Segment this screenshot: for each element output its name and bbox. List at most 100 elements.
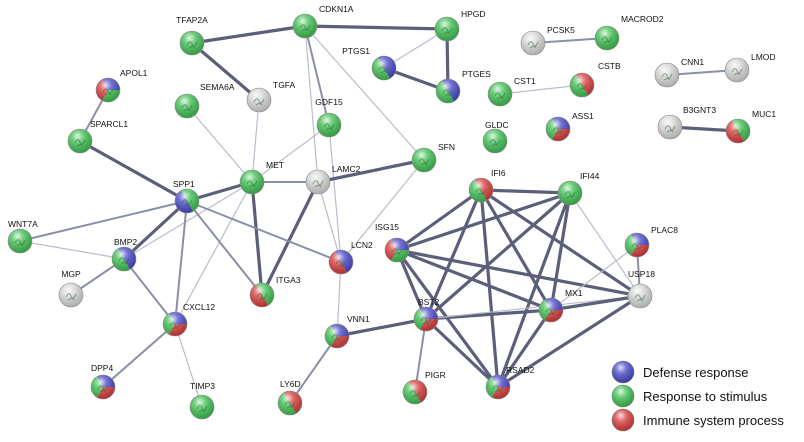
node-gdf15[interactable]: GDF15	[315, 97, 343, 138]
protein-structure-icon	[196, 405, 208, 413]
edge-met-cxcl12	[174, 181, 253, 325]
protein-structure-icon	[335, 260, 347, 268]
node-label-sema6a: SEMA6A	[200, 82, 235, 92]
edge-isg15-usp18	[395, 248, 642, 298]
node-mx1[interactable]: MX1	[538, 288, 583, 323]
edge-tfap2a-tgfa	[190, 41, 261, 102]
node-ifi6[interactable]: IFI6	[468, 168, 506, 203]
node-pcsk5[interactable]: PCSK5	[520, 25, 575, 56]
protein-structure-icon	[441, 27, 453, 35]
node-sfn[interactable]: SFN	[411, 142, 455, 173]
edge-gdf15-lcn2	[328, 124, 342, 263]
protein-structure-icon	[299, 24, 311, 32]
node-bmp2[interactable]: BMP2	[111, 237, 137, 272]
node-label-pigr: PIGR	[425, 370, 446, 380]
node-label-ifi6: IFI6	[491, 168, 506, 178]
node-ifi44[interactable]: IFI44	[557, 171, 600, 206]
legend-swatch-gloss	[611, 408, 635, 432]
node-wnt7a[interactable]: WNT7A	[7, 219, 38, 254]
node-b3gnt3[interactable]: B3GNT3	[657, 105, 716, 140]
node-cnn1[interactable]: CNN1	[654, 57, 704, 88]
node-label-sparcl1: SPARCL1	[90, 119, 128, 129]
protein-structure-icon	[391, 248, 403, 256]
node-bst2[interactable]: BST2	[413, 297, 440, 332]
node-itga3[interactable]: ITGA3	[249, 275, 301, 308]
node-lmod[interactable]: LMOD	[724, 52, 776, 83]
edge-isg15-mx1	[395, 248, 553, 312]
node-cxcl12[interactable]: CXCL12	[162, 302, 215, 337]
edge-sparcl1-spp1	[78, 139, 189, 203]
edge-hpgd-ptgs1	[383, 28, 448, 69]
protein-structure-icon	[253, 98, 265, 106]
node-pigr[interactable]: PIGR	[402, 370, 446, 405]
protein-structure-icon	[118, 257, 130, 265]
node-label-ptgs1: PTGS1	[342, 46, 370, 56]
protein-structure-icon	[489, 139, 501, 147]
node-vnn1[interactable]: VNN1	[324, 314, 370, 349]
node-gldc[interactable]: GLDC	[482, 120, 509, 154]
node-label-bmp2: BMP2	[114, 237, 137, 247]
node-sema6a[interactable]: SEMA6A	[174, 82, 235, 119]
protein-structure-icon	[409, 390, 421, 398]
protein-structure-icon	[552, 127, 564, 135]
legend-item-immune-system-process: Immune system process	[611, 408, 784, 432]
node-muc1[interactable]: MUC1	[725, 109, 776, 144]
node-ptgs1[interactable]: PTGS1	[342, 46, 397, 81]
edge-pcsk5-macrod2	[532, 37, 608, 44]
node-spp1[interactable]: SPP1	[173, 179, 200, 214]
node-tgfa[interactable]: TGFA	[246, 80, 296, 113]
edge-plac8-mx1	[550, 244, 638, 311]
node-label-wnt7a: WNT7A	[8, 219, 38, 229]
edge-rsad2-usp18	[496, 294, 642, 389]
node-tfap2a[interactable]: TFAP2A	[176, 15, 208, 56]
node-lamc2[interactable]: LAMC2	[305, 164, 361, 195]
protein-structure-icon	[102, 88, 114, 96]
node-apol1[interactable]: APOL1	[95, 68, 148, 103]
protein-structure-icon	[181, 199, 193, 207]
edge-cxcl12-dpp4	[102, 323, 176, 388]
node-mgp[interactable]: MGP	[58, 269, 84, 308]
node-label-itga3: ITGA3	[276, 275, 301, 285]
edge-isg15-bst2	[395, 248, 428, 321]
protein-structure-icon	[378, 66, 390, 74]
node-cstb[interactable]: CSTB	[569, 61, 621, 98]
edge-spp1-bmp2	[122, 199, 189, 261]
node-cdkn1a[interactable]: CDKN1A	[292, 4, 354, 39]
node-cst1[interactable]: CST1	[487, 76, 536, 107]
node-label-lmod: LMOD	[751, 52, 776, 62]
node-hpgd[interactable]: HPGD	[434, 9, 486, 42]
protein-structure-icon	[256, 293, 268, 301]
node-ly6d[interactable]: LY6D	[277, 379, 303, 416]
node-label-bst2: BST2	[418, 297, 440, 307]
node-macrod2[interactable]: MACROD2	[594, 14, 664, 51]
protein-structure-icon	[661, 73, 673, 81]
protein-structure-icon	[331, 334, 343, 342]
edge-lamc2-itga3	[260, 180, 320, 297]
node-label-cst1: CST1	[514, 76, 536, 86]
node-dpp4[interactable]: DPP4	[90, 363, 116, 400]
node-sparcl1[interactable]: SPARCL1	[67, 119, 128, 154]
node-label-ly6d: LY6D	[280, 379, 301, 389]
node-usp18[interactable]: USP18	[627, 269, 655, 309]
protein-structure-icon	[494, 92, 506, 100]
protein-structure-icon	[74, 139, 86, 147]
edge-cdkn1a-hpgd	[303, 24, 449, 31]
protein-structure-icon	[492, 385, 504, 393]
node-label-cstb: CSTB	[598, 61, 621, 71]
node-label-cnn1: CNN1	[681, 57, 704, 67]
node-timp3[interactable]: TIMP3	[189, 381, 215, 420]
node-isg15[interactable]: ISG15	[375, 222, 410, 263]
node-label-plac8: PLAC8	[651, 225, 678, 235]
protein-structure-icon	[186, 41, 198, 49]
node-lcn2[interactable]: LCN2	[328, 240, 373, 275]
edge-spp1-wnt7a	[19, 200, 188, 242]
node-ass1[interactable]: ASS1	[545, 111, 594, 142]
protein-structure-icon	[634, 294, 646, 302]
node-plac8[interactable]: PLAC8	[624, 225, 678, 258]
node-rsad2[interactable]: RSAD2	[485, 365, 535, 400]
protein-structure-icon	[731, 68, 743, 76]
protein-structure-icon	[418, 158, 430, 166]
node-ptges[interactable]: PTGES	[435, 69, 491, 104]
node-met[interactable]: MET	[239, 160, 284, 195]
